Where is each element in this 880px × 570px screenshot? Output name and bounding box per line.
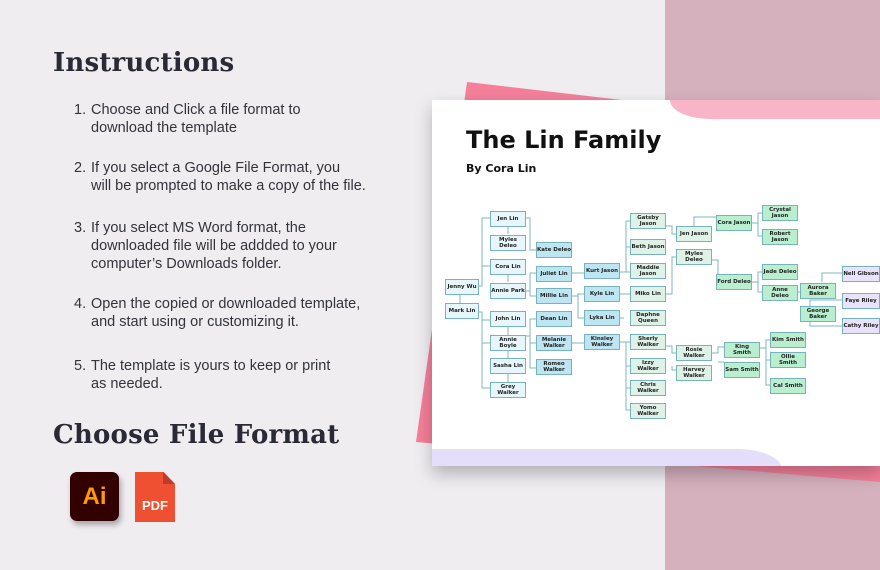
tree-node-robert-jason[interactable]: Robert Jason bbox=[762, 229, 798, 245]
tree-node-annie-boyle[interactable]: Annie Boyle bbox=[490, 335, 526, 351]
instruction-step-2: 2. If you select a Google File Format, y… bbox=[74, 159, 366, 195]
tree-node-mark-lin[interactable]: Mark Lin bbox=[445, 303, 479, 319]
family-tree-author: By Cora Lin bbox=[466, 162, 537, 175]
tree-node-jen-lin[interactable]: Jen Lin bbox=[490, 211, 526, 227]
tree-connector-lines bbox=[459, 212, 842, 411]
tree-node-juliet-lin[interactable]: Juliet Lin bbox=[536, 266, 572, 282]
page-fold-icon bbox=[163, 472, 175, 484]
decorative-top-blob bbox=[670, 100, 880, 119]
pdf-file-icon[interactable]: PDF bbox=[135, 472, 175, 522]
step-text: If you select a Google File Format, you … bbox=[91, 160, 366, 194]
step-text: Choose and Click a file format to downlo… bbox=[91, 102, 301, 136]
tree-node-rosie-walker[interactable]: Rosie Walker bbox=[676, 345, 712, 361]
instruction-step-3: 3. If you select MS Word format, the dow… bbox=[74, 219, 337, 273]
tree-node-sasha-lin[interactable]: Sasha Lin bbox=[490, 358, 526, 374]
tree-node-cora-jason[interactable]: Cora Jason bbox=[716, 215, 752, 231]
tree-node-kurt-jason[interactable]: Kurt Jason bbox=[584, 263, 620, 279]
tree-node-daphne-queen[interactable]: Daphne Queen bbox=[630, 310, 666, 326]
adobe-illustrator-icon[interactable]: Ai bbox=[70, 472, 119, 521]
tree-node-cathy-riley[interactable]: Cathy Riley bbox=[842, 318, 880, 334]
tree-node-george-baker[interactable]: George Baker bbox=[800, 306, 836, 322]
tree-node-maddie-jason[interactable]: Maddie Jason bbox=[630, 263, 666, 279]
tree-node-gatsby-jason[interactable]: Gatsby Jason bbox=[630, 213, 666, 229]
step-number: 5. bbox=[74, 358, 87, 374]
tree-node-harvey-walker[interactable]: Harvey Walker bbox=[676, 365, 712, 381]
ai-format-label: Ai bbox=[82, 482, 107, 510]
tree-node-melanie-walker[interactable]: Melanie Walker bbox=[536, 335, 572, 351]
instruction-step-1: 1. Choose and Click a file format to dow… bbox=[74, 101, 301, 137]
tree-node-chris-walker[interactable]: Chris Walker bbox=[630, 380, 666, 396]
choose-format-heading: Choose File Format bbox=[53, 420, 340, 450]
tree-node-cora-lin[interactable]: Cora Lin bbox=[490, 259, 526, 275]
step-number: 2. bbox=[74, 160, 87, 176]
tree-node-kyle-lin[interactable]: Kyle Lin bbox=[584, 286, 620, 302]
tree-node-myles-deleo[interactable]: Myles Deleo bbox=[490, 235, 526, 251]
tree-node-annie-park[interactable]: Annie Park bbox=[490, 283, 526, 299]
step-text: Open the copied or downloaded template, … bbox=[91, 296, 361, 330]
tree-node-ollie-smith[interactable]: Ollie Smith bbox=[770, 352, 806, 368]
step-text: The template is yours to keep or print a… bbox=[91, 358, 331, 392]
tree-node-beth-jason[interactable]: Beth Jason bbox=[630, 239, 666, 255]
step-number: 1. bbox=[74, 102, 87, 118]
tree-node-aurora-baker[interactable]: Aurora Baker bbox=[800, 283, 836, 299]
tree-node-miko-lin[interactable]: Miko Lin bbox=[630, 286, 666, 302]
tree-node-john-lin[interactable]: John Lin bbox=[490, 311, 526, 327]
tree-node-izzy-walker[interactable]: Izzy Walker bbox=[630, 358, 666, 374]
instructions-panel: Instructions 1. Choose and Click a file … bbox=[0, 0, 420, 570]
tree-node-cal-smith[interactable]: Cal Smith bbox=[770, 378, 806, 394]
step-number: 4. bbox=[74, 296, 87, 312]
tree-node-faye-riley[interactable]: Faye Riley bbox=[842, 293, 880, 309]
instruction-step-4: 4. Open the copied or downloaded templat… bbox=[74, 295, 360, 331]
tree-node-grey-walker[interactable]: Grey Walker bbox=[490, 382, 526, 398]
tree-node-anne-deleo[interactable]: Anne Deleo bbox=[762, 285, 798, 301]
tree-node-jen-jason[interactable]: Jen Jason bbox=[676, 226, 712, 242]
step-text: If you select MS Word format, the downlo… bbox=[91, 220, 337, 272]
tree-node-king-smith[interactable]: King Smith bbox=[724, 342, 760, 358]
step-number: 3. bbox=[74, 220, 87, 236]
tree-node-jade-deleo[interactable]: Jade Deleo bbox=[762, 264, 798, 280]
tree-node-kate-deleo[interactable]: Kate Deleo bbox=[536, 242, 572, 258]
tree-node-kim-smith[interactable]: Kim Smith bbox=[770, 332, 806, 348]
instruction-step-5: 5. The template is yours to keep or prin… bbox=[74, 357, 330, 393]
tree-node-sherly-walker[interactable]: Sherly Walker bbox=[630, 334, 666, 350]
tree-node-romeo-walker[interactable]: Romeo Walker bbox=[536, 359, 572, 375]
tree-node-yomo-walker[interactable]: Yomo Walker bbox=[630, 403, 666, 419]
format-options: Ai PDF bbox=[70, 472, 175, 522]
tree-node-myles-deleo-2[interactable]: Myles Deleo bbox=[676, 249, 712, 265]
tree-node-millie-lin[interactable]: Millie Lin bbox=[536, 288, 572, 304]
family-tree-title: The Lin Family bbox=[466, 126, 662, 154]
tree-node-jenny-wu[interactable]: Jenny Wu bbox=[445, 279, 479, 295]
tree-node-dean-lin[interactable]: Dean Lin bbox=[536, 311, 572, 327]
template-preview-card: The Lin Family By Cora Lin bbox=[432, 100, 880, 466]
tree-node-sam-smith[interactable]: Sam Smith bbox=[724, 362, 760, 378]
tree-node-kinsley-walker[interactable]: Kinsley Walker bbox=[584, 334, 620, 350]
tree-node-crystal-jason[interactable]: Crystal Jason bbox=[762, 205, 798, 221]
pdf-format-label: PDF bbox=[142, 498, 168, 513]
tree-node-ford-deleo[interactable]: Ford Deleo bbox=[716, 274, 752, 290]
family-tree-diagram: Jenny Wu Mark Lin Jen Lin Myles Deleo Co… bbox=[432, 100, 880, 466]
decorative-bottom-blob bbox=[432, 449, 782, 466]
tree-node-lyka-lin[interactable]: Lyka Lin bbox=[584, 310, 620, 326]
tree-node-nell-gibson[interactable]: Nell Gibson bbox=[842, 266, 880, 282]
instructions-heading: Instructions bbox=[53, 48, 235, 78]
